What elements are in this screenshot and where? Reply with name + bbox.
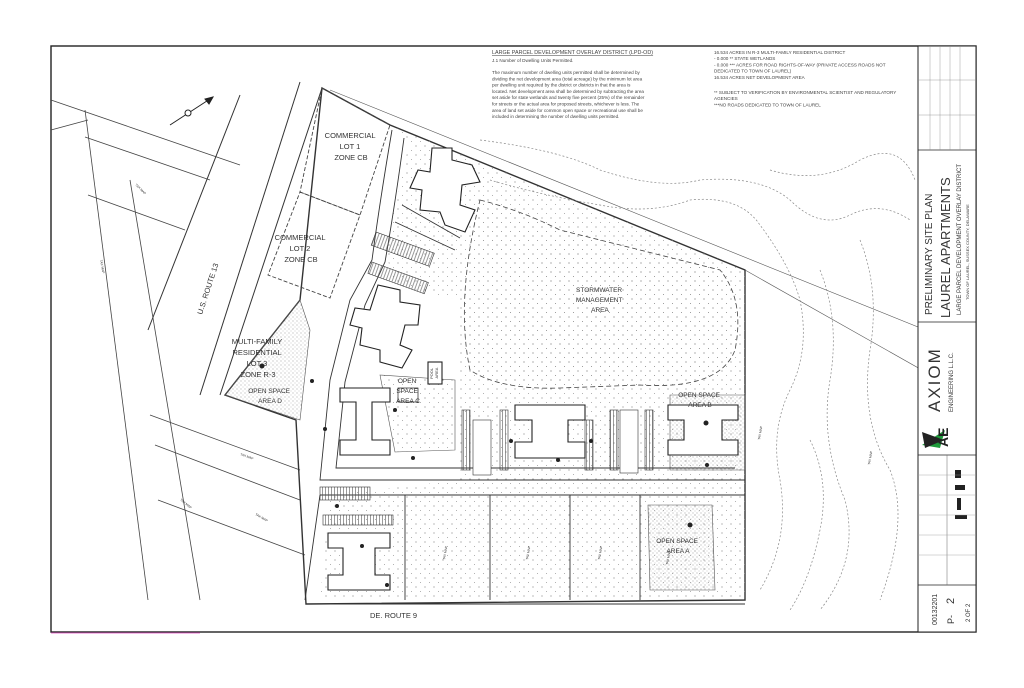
- footnote-note-line: AGENCIES: [714, 96, 738, 101]
- pool-building: [427, 361, 443, 385]
- district-name: LARGE PARCEL DEVELOPMENT OVERLAY DISTRIC…: [957, 164, 963, 315]
- lpdod-body: The maximum number of dwelling units per…: [492, 70, 645, 119]
- acreage-note-line: 16.534 ACRES NET DEVELOPMENT AREA: [714, 75, 806, 80]
- sheet-prefix: P-: [946, 615, 956, 624]
- building-6: [327, 532, 391, 591]
- frontage-lot-tags: TAX MAP TAX MAP TAX MAP TAX MAP TAX MAP …: [442, 426, 873, 565]
- location: TOWN OF LAUREL, SUSSEX COUNTY, DELAWARE: [965, 204, 970, 300]
- stormwater-label: STORMWATER MANAGEMENT AREA: [576, 287, 624, 314]
- svg-text:TAX MAP: TAX MAP: [240, 452, 254, 460]
- lpdod-body-line: area of land set aside for common open s…: [492, 108, 643, 113]
- commercial-lot-2: [267, 191, 361, 299]
- lpdod-body-line: per dwelling unit required by the distri…: [492, 83, 631, 88]
- open-space-area-c-label: OPEN SPACE AREA C: [396, 378, 420, 405]
- sheet-of: 2 OF 2: [966, 603, 972, 622]
- sheet-number: 2: [945, 598, 957, 604]
- acreage-note-line: DEDICATED TO TOWN OF LAUREL): [714, 69, 792, 74]
- svg-text:TAX MAP: TAX MAP: [255, 512, 269, 522]
- project-number: 00132201: [932, 594, 939, 625]
- open-space-area-d-label: OPEN SPACE AREA D: [248, 388, 292, 405]
- parking-stalls: [319, 231, 654, 526]
- footnote-note-line: ** SUBJECT TO VERIFICATION BY ENVIRONMEN…: [714, 90, 896, 95]
- commercial-lot-1-label: COMMERCIAL LOT 1 ZONE CB: [325, 131, 378, 162]
- lpdod-body-line: set aside for state wetlands and twenty …: [492, 95, 645, 100]
- internal-road: [304, 129, 745, 601]
- svg-text:AE: AE: [935, 428, 951, 447]
- acreage-note-line: - 0.000 *** ACRES FOR ROAD RIGHTS-OF-WAY…: [714, 62, 886, 67]
- lpdod-body-line: included in determining the number of dw…: [492, 114, 619, 119]
- acreage-note-line: - 0.000 ** STATE WETLANDS: [714, 56, 775, 61]
- svg-text:TAX MAP: TAX MAP: [757, 426, 763, 440]
- area-labels: COMMERCIAL LOT 1 ZONE CB COMMERCIAL LOT …: [232, 131, 722, 555]
- svg-text:TAX MAP: TAX MAP: [99, 259, 105, 273]
- open-space-area-d: [224, 299, 311, 421]
- open-space-area-a: [647, 504, 716, 591]
- svg-text:TAX MAP: TAX MAP: [867, 451, 873, 465]
- de-route-9-label: DE. ROUTE 9: [370, 611, 417, 620]
- tree-lines: [479, 139, 916, 611]
- axiom-logo-icon: AE: [922, 428, 951, 448]
- us-route-13-road: [147, 81, 323, 396]
- building-5: [667, 404, 739, 456]
- lpdod-body-line: for streets or the actual area for propo…: [492, 102, 640, 107]
- site-light-icons: [259, 363, 709, 587]
- sheet-title: PRELIMINARY SITE PLAN: [924, 194, 935, 315]
- svg-text:TAX MAP: TAX MAP: [597, 546, 603, 560]
- commercial-lot-2-label: COMMERCIAL LOT 2 ZONE CB: [275, 233, 328, 264]
- lpdod-body-line: dividing the net development area (total…: [492, 76, 643, 81]
- svg-text:J.1 Number of Dwelling Units P: J.1 Number of Dwelling Units Permitted.: [492, 58, 573, 63]
- building-2: [349, 284, 421, 369]
- commercial-lot-1: [299, 87, 391, 216]
- lpdod-note: LARGE PARCEL DEVELOPMENT OVERLAY DISTRIC…: [492, 50, 653, 119]
- building-3: [339, 387, 391, 456]
- acreage-note: 16.534 ACRES IN R-3 MULTI-FAMILY RESIDEN…: [714, 50, 886, 80]
- svg-text:TAX MAP: TAX MAP: [525, 546, 531, 560]
- multifamily-lot-3-label: MULTI-FAMILY RESIDENTIAL LOT 3 ZONE R-3: [232, 337, 285, 379]
- stormwater-basin: [463, 199, 739, 389]
- svg-text:TAX MAP: TAX MAP: [442, 546, 448, 560]
- project-name: LAUREL APARTMENTS: [938, 177, 953, 318]
- pool-label: POOL AREA: [429, 367, 439, 379]
- north-arrow-icon: [169, 96, 215, 126]
- buildings: [327, 147, 739, 591]
- adjacent-parcels: [50, 99, 306, 601]
- acreage-note: 16.534 ACRES IN R-3 MULTI-FAMILY RESIDEN…: [714, 50, 896, 107]
- company-sub: ENGINEERING L.L.C.: [949, 352, 955, 412]
- acreage-note-line: 16.534 ACRES IN R-3 MULTI-FAMILY RESIDEN…: [714, 50, 845, 55]
- open-space-area-b-label: OPEN SPACE AREA B: [678, 392, 722, 409]
- open-space-area-a-label: OPEN SPACE AREA A: [656, 538, 700, 555]
- svg-text:TAX MAP: TAX MAP: [665, 551, 671, 565]
- building-4: [514, 404, 586, 459]
- lpdod-body-line: The maximum number of dwelling units per…: [492, 70, 641, 75]
- company-name: AXIOM: [925, 347, 944, 412]
- footnote-note: ** SUBJECT TO VERIFICATION BY ENVIRONMEN…: [714, 90, 896, 107]
- svg-text:LARGE PARCEL DEVELOPMENT OVERL: LARGE PARCEL DEVELOPMENT OVERLAY DISTRIC…: [492, 50, 653, 56]
- svg-text:TAX MAP: TAX MAP: [179, 498, 192, 510]
- footnote-note-line: ***NO ROADS DEDICATED TO TOWN OF LAUREL: [714, 102, 821, 107]
- lpdod-body-line: located. Net development area shall be d…: [492, 89, 644, 94]
- building-1: [409, 147, 481, 233]
- frontage-lots: [306, 495, 745, 605]
- title-block: PRELIMINARY SITE PLAN LAUREL APARTMENTS …: [917, 45, 977, 633]
